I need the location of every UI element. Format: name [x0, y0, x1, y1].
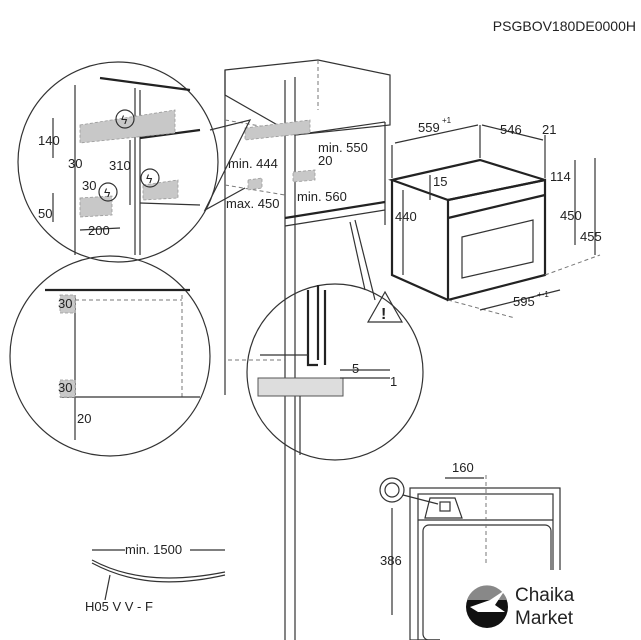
dim-595: 595 — [513, 294, 535, 309]
dim-310: 310 — [109, 158, 131, 173]
dim-440: 440 — [395, 209, 417, 224]
dim-30-bottom: 30 — [58, 380, 72, 395]
dim-595-tolerance: +-1 — [537, 290, 549, 299]
dim-546: 546 — [500, 122, 522, 137]
dim-20-gap: 20 — [77, 411, 91, 426]
warning-triangle-icon — [366, 290, 404, 323]
bolt-glyph-icon: ϟ — [121, 113, 128, 127]
dim-140: 140 — [38, 133, 60, 148]
dim-30-b: 30 — [82, 178, 96, 193]
bolt-glyph-icon: ϟ — [104, 186, 111, 200]
power-symbol-icon — [140, 168, 160, 188]
dim-559-tolerance: +1 — [442, 116, 452, 125]
cable-drawing — [91, 549, 226, 601]
dim-114: 114 — [550, 169, 571, 184]
dim-max-450: max. 450 — [226, 196, 279, 211]
dim-559: 559 — [418, 120, 440, 135]
seagull-icon — [470, 590, 505, 612]
dim-1: 1 — [390, 374, 397, 389]
dim-30-top: 30 — [58, 296, 72, 311]
detail-circle-warning: ! — [246, 283, 424, 461]
oven-drawing — [388, 124, 601, 319]
power-symbol-icon — [98, 182, 118, 202]
watermark-line1: Chaika — [515, 585, 575, 606]
cable-type: H05 V V - F — [85, 599, 153, 614]
cable-length: min. 1500 — [125, 542, 182, 557]
dim-min-560: min. 560 — [297, 189, 347, 204]
dim-386: 386 — [380, 553, 402, 568]
dim-200: 200 — [88, 223, 110, 238]
dim-21: 21 — [542, 122, 556, 137]
dim-30-a: 30 — [68, 156, 82, 171]
exclamation-glyph-icon: ! — [381, 306, 386, 323]
detail-circle-sockets: ϟ ϟ ϟ — [17, 61, 252, 263]
dim-455: 455 — [580, 229, 602, 244]
dim-20: 20 — [318, 153, 332, 168]
watermark-logo: Chaika Market — [440, 570, 641, 640]
detail-circle-ventilation — [9, 255, 211, 457]
dim-min-444: min. 444 — [228, 156, 278, 171]
watermark-line2: Market — [515, 608, 574, 629]
power-symbol-icon — [115, 109, 135, 129]
cabinet-drawing — [224, 59, 391, 640]
dim-450: 450 — [560, 208, 582, 223]
dim-15: 15 — [433, 174, 447, 189]
dim-160: 160 — [452, 460, 474, 475]
power-symbol-icon — [379, 477, 405, 503]
model-code: PSGBOV180DE0000H — [493, 18, 636, 34]
dim-5: 5 — [352, 361, 359, 376]
dim-50: 50 — [38, 206, 52, 221]
dim-min-550: min. 550 — [318, 140, 368, 155]
bolt-glyph-icon: ϟ — [146, 172, 153, 186]
